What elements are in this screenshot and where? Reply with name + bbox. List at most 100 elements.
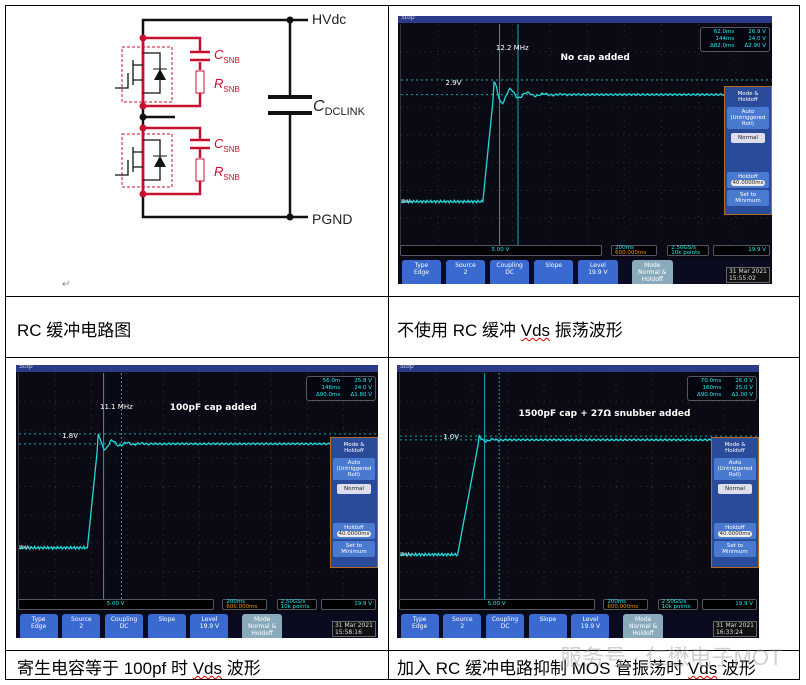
button-label: Level bbox=[589, 262, 606, 269]
button-value: DC bbox=[119, 623, 129, 630]
trigger-readout[interactable]: 19.9 V bbox=[701, 599, 757, 610]
annotation-note: 100pF cap added bbox=[169, 402, 257, 413]
horizontal-scale: 200ms bbox=[607, 599, 627, 605]
auto-roll-button[interactable]: Auto (Untriggered Roll) bbox=[727, 107, 769, 130]
button-label: Coupling bbox=[491, 616, 519, 623]
csnb-label-bottom: CSNB bbox=[214, 136, 240, 154]
set-to-minimum-button[interactable]: Set to Minimum bbox=[333, 541, 375, 558]
rsnb-symbol: R bbox=[214, 76, 224, 91]
paragraph-mark: ↵ bbox=[62, 279, 71, 290]
ringing-frequency: 11.1 MHz bbox=[100, 402, 133, 411]
button-label: Coupling bbox=[110, 616, 138, 623]
ringing-frequency: 12.2 MHz bbox=[495, 43, 529, 52]
button-value: 19.9 V bbox=[199, 623, 220, 630]
csnb-symbol: C bbox=[214, 47, 224, 62]
caption-text: 波形 bbox=[222, 659, 261, 678]
channel-scale[interactable]: 5.00 V bbox=[18, 599, 215, 610]
button-value: Normal & Holdoff bbox=[629, 623, 658, 637]
button-value: DC bbox=[505, 269, 515, 276]
horizontal-delay: 600.000ms bbox=[607, 604, 639, 610]
trigger-slope-button[interactable]: Slope bbox=[534, 260, 574, 284]
scope-top-bar: Stop bbox=[16, 365, 378, 372]
trigger-level: 19.9 V bbox=[354, 601, 372, 607]
set-to-minimum-button[interactable]: Set to Minimum bbox=[714, 541, 756, 558]
channel-scale[interactable]: 5.00 V bbox=[400, 245, 603, 256]
waveform-display bbox=[400, 373, 759, 600]
trigger-readout[interactable]: 19.9 V bbox=[320, 599, 376, 610]
normal-button[interactable]: Normal bbox=[718, 483, 752, 494]
readout-row: Δ90.0ms Δ1.80 V bbox=[310, 392, 372, 399]
vertical-scale: 5.00 V bbox=[487, 601, 506, 607]
csnb-label-top: CSNB bbox=[214, 47, 240, 65]
readout-row: 62.0ms 26.9 V bbox=[704, 29, 766, 36]
overshoot-amplitude: 2.9V bbox=[445, 78, 462, 87]
readout-voltage: 24.0 V bbox=[748, 36, 766, 42]
trigger-slope-button[interactable]: Slope bbox=[528, 614, 567, 638]
horizontal-scale: 200ms bbox=[615, 245, 634, 251]
vertical-scale: 5.00 V bbox=[491, 247, 510, 253]
button-label: Source bbox=[452, 616, 473, 623]
time: 16:33:24 bbox=[715, 629, 743, 636]
vertical-scale: 5.00 V bbox=[106, 601, 125, 607]
date: 31 Mar 2021 bbox=[715, 622, 754, 629]
cdclink-symbol: C bbox=[313, 98, 325, 115]
normal-button[interactable]: Normal bbox=[731, 133, 765, 144]
normal-button[interactable]: Normal bbox=[337, 483, 371, 494]
time: 15:55:02 bbox=[728, 275, 756, 282]
readout-time: 144ms bbox=[715, 36, 735, 42]
set-to-minimum-button[interactable]: Set to Minimum bbox=[727, 190, 769, 207]
readout-voltage: 26.0 V bbox=[735, 378, 753, 384]
trigger-readout[interactable]: 19.9 V bbox=[713, 245, 770, 256]
auto-roll-button[interactable]: Auto (Untriggered Roll) bbox=[714, 457, 756, 480]
channel-label: SHA bbox=[401, 198, 412, 205]
date: 31 Mar 2021 bbox=[334, 622, 373, 629]
button-value: Edge bbox=[412, 623, 428, 630]
auto-roll-button[interactable]: Auto (Untriggered Roll) bbox=[333, 457, 375, 480]
readout-voltage: Δ1.80 V bbox=[350, 392, 372, 398]
trigger-slope-button[interactable]: Slope bbox=[147, 614, 186, 638]
table-border bbox=[5, 5, 6, 680]
readout-row: Δ82.0ms Δ2.90 V bbox=[704, 43, 766, 50]
readout-time: Δ90.0ms bbox=[697, 392, 722, 398]
date: 31 Mar 2021 bbox=[728, 268, 767, 275]
channel-label: SHA bbox=[400, 551, 411, 558]
cdclink-label: CDCLINK bbox=[313, 98, 365, 118]
oscilloscope-no-cap: Stop No cap added 12.2 MHz 2.9V SHA 62.0… bbox=[398, 16, 772, 284]
button-value: Edge bbox=[31, 623, 47, 630]
channel-scale[interactable]: 5.00 V bbox=[399, 599, 596, 610]
button-value: Edge bbox=[413, 269, 429, 276]
rsnb-symbol: R bbox=[214, 164, 224, 179]
table-border bbox=[5, 296, 800, 297]
oscilloscope-rc-snubber: Stop 1500pF cap + 27Ω snubber added 1.0V… bbox=[397, 365, 759, 638]
button-value: 19.9 V bbox=[580, 623, 601, 630]
caption-rc-suppression: 加入 RC 缓冲电路抑制 MOS 管振荡时 Vds 波形 bbox=[397, 654, 756, 679]
button-label: Mode bbox=[253, 616, 271, 623]
